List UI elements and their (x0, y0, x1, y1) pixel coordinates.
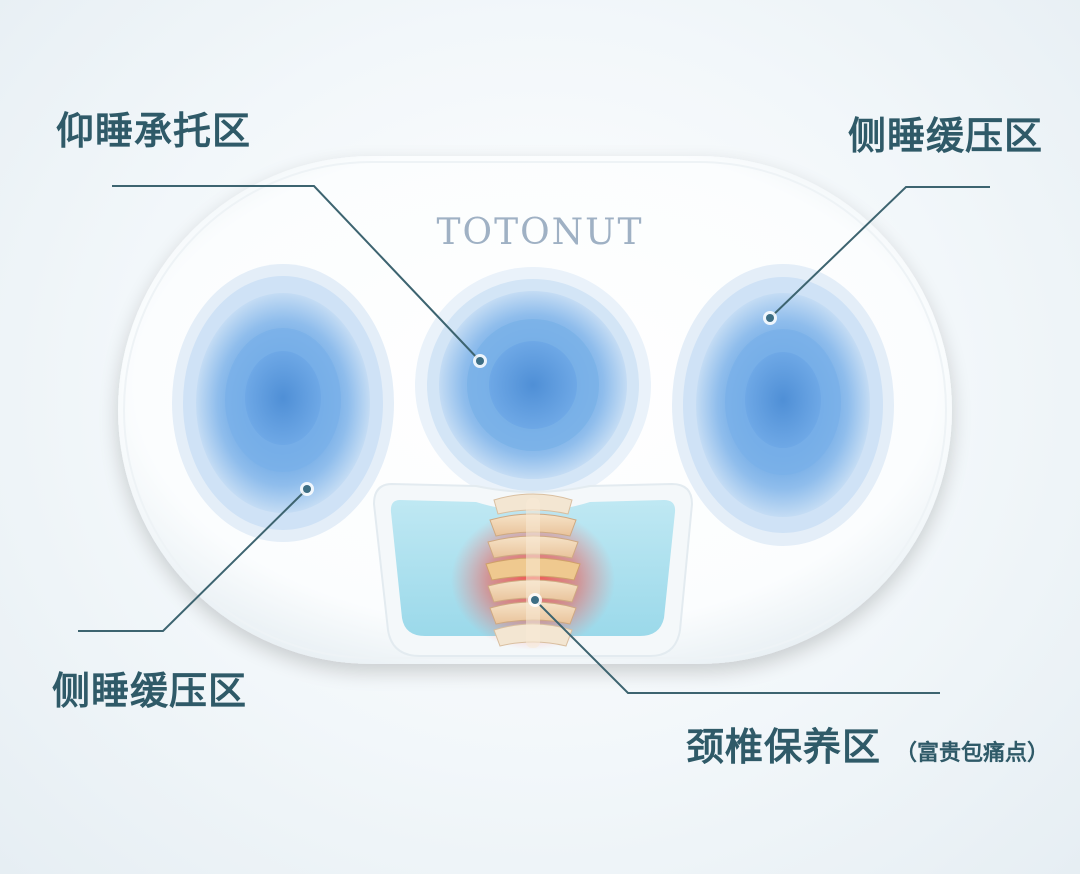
label-side-relief-zone-left: 侧睡缓压区 (52, 669, 248, 713)
leader-line-supine (112, 185, 481, 362)
leader-line-side-left (78, 488, 308, 632)
marker-dot-cervical (528, 593, 542, 607)
label-cervical-care-title: 颈椎保养区 (686, 725, 882, 769)
marker-dot-supine (473, 354, 487, 368)
marker-dot-side-right (763, 311, 777, 325)
right-side-relief-cup (672, 264, 894, 546)
leader-line-cervical (534, 599, 940, 694)
leader-line-side-right (769, 186, 990, 319)
label-side-relief-zone-right: 侧睡缓压区 (848, 114, 1044, 158)
center-supine-cup (415, 267, 651, 503)
label-supine-support-zone: 仰睡承托区 (56, 109, 252, 153)
label-cervical-care-note: （富贵包痛点） (895, 741, 1050, 766)
marker-dot-side-left (300, 482, 314, 496)
label-cervical-care-zone: 颈椎保养区 （富贵包痛点） (686, 728, 1049, 766)
cervical-spine (485, 493, 581, 648)
left-side-relief-cup (172, 264, 394, 542)
brand-logo-text: TOTONUT (436, 212, 644, 253)
